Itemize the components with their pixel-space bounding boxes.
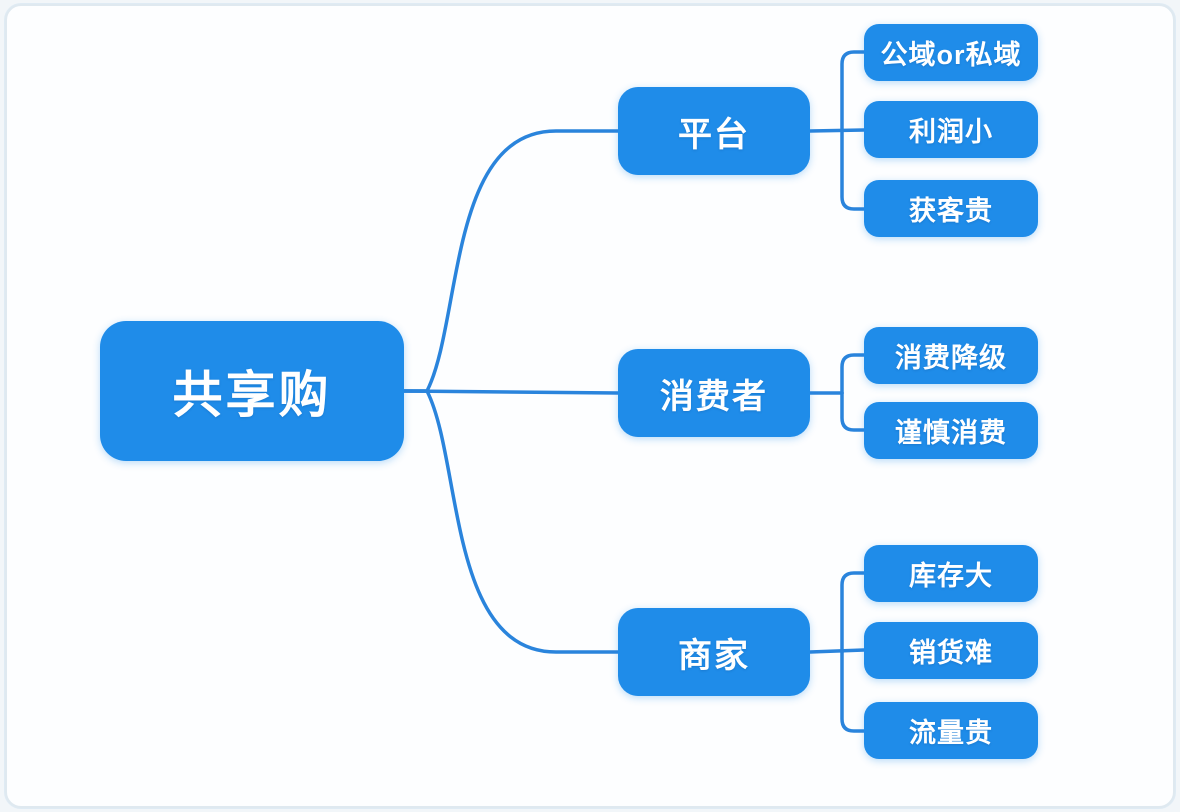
node-leaf-public-or-private-domain[interactable]: 公域or私域: [864, 24, 1038, 81]
node-branch-platform[interactable]: 平台: [618, 87, 810, 175]
node-branch-consumer[interactable]: 消费者: [618, 349, 810, 437]
node-leaf-expensive-traffic[interactable]: 流量贵: [864, 702, 1038, 759]
node-leaf-large-inventory[interactable]: 库存大: [864, 545, 1038, 602]
node-root[interactable]: 共享购: [100, 321, 404, 461]
node-leaf-costly-customer-acquisition[interactable]: 获客贵: [864, 180, 1038, 237]
node-branch-merchant[interactable]: 商家: [618, 608, 810, 696]
node-leaf-cautious-consumption[interactable]: 谨慎消费: [864, 402, 1038, 459]
node-leaf-low-profit[interactable]: 利润小: [864, 101, 1038, 158]
node-leaf-hard-to-sell[interactable]: 销货难: [864, 622, 1038, 679]
node-leaf-consumption-downgrade[interactable]: 消费降级: [864, 327, 1038, 384]
